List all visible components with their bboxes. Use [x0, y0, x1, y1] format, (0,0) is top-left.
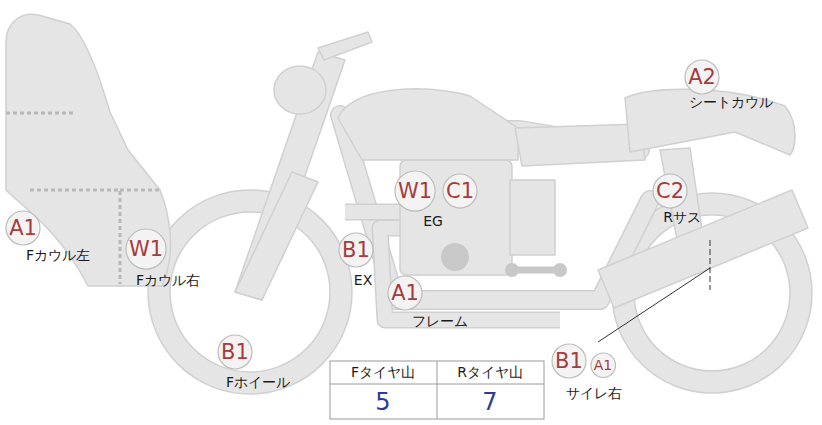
- circle-shape: [552, 344, 586, 378]
- callout-code: B1: [555, 351, 583, 372]
- part-name: サイレ右: [566, 386, 622, 401]
- callout-code: B1: [221, 342, 249, 363]
- circle-shape: [339, 233, 373, 267]
- callout-code: A2: [688, 67, 716, 88]
- leader-line: [598, 268, 710, 342]
- leader-line: [710, 240, 711, 290]
- front-cowl: [6, 14, 171, 286]
- handlebar: [318, 32, 372, 60]
- damage-code-circle: W1: [394, 170, 436, 212]
- pivot-bolt: [505, 263, 519, 277]
- damage-code-circle: A1: [590, 352, 616, 378]
- muffler: [598, 190, 808, 308]
- part-name: フレーム: [412, 314, 468, 329]
- circle-shape: [126, 229, 166, 269]
- fork-lower: [235, 172, 318, 300]
- damage-code-circle: C1: [442, 173, 478, 209]
- callout-code: W1: [129, 239, 163, 260]
- callout-code: C1: [446, 181, 474, 202]
- cowl-dash: [120, 189, 160, 192]
- seat-cowl: [625, 89, 795, 155]
- table-cell: Fタイヤ山: [351, 365, 415, 380]
- part-name: EG: [423, 214, 443, 229]
- part-name: Fカウル右: [136, 273, 200, 288]
- circle-shape: [653, 174, 687, 208]
- circle-shape: [591, 353, 615, 377]
- part-name: Fホイール: [226, 375, 290, 390]
- damage-code-circle: B1: [551, 343, 587, 379]
- table-cell: 5: [375, 389, 390, 415]
- circle-shape: [218, 335, 252, 369]
- damage-code-circle: B1: [217, 334, 253, 370]
- callout-code: A1: [9, 218, 37, 239]
- table-frame: [330, 361, 544, 419]
- headlight: [274, 66, 326, 114]
- engine-side: [510, 180, 555, 255]
- front-fork: [235, 52, 345, 300]
- seat: [515, 124, 645, 166]
- damage-code-circle: B1: [338, 232, 374, 268]
- callout-code: C2: [656, 181, 684, 202]
- circle-shape: [443, 174, 477, 208]
- circle-shape: [395, 171, 435, 211]
- callout-code: A1: [594, 358, 612, 372]
- fuel-tank: [338, 89, 518, 160]
- damage-code-circle: A1: [5, 210, 41, 246]
- cowl-dash: [6, 112, 76, 115]
- damage-code-circle: C2: [652, 173, 688, 209]
- table-cell: Rタイヤ山: [457, 365, 523, 380]
- damage-code-circle: W1: [125, 228, 167, 270]
- damage-code-circle: A1: [387, 275, 423, 311]
- part-name: EX: [354, 273, 372, 288]
- cowl-dash: [30, 190, 120, 284]
- swingarm-pivot: [512, 267, 560, 274]
- pivot-bolt: [553, 263, 567, 277]
- circle-shape: [388, 276, 422, 310]
- table-cell: 7: [482, 389, 497, 415]
- callout-code: B1: [342, 240, 370, 261]
- part-name: シートカウル: [689, 95, 773, 110]
- callout-code: A1: [391, 283, 419, 304]
- part-name: Rサス: [663, 210, 701, 225]
- callout-code: W1: [398, 181, 432, 202]
- engine-cover: [441, 243, 469, 271]
- circle-shape: [6, 211, 40, 245]
- circle-shape: [685, 60, 719, 94]
- damage-code-circle: A2: [684, 59, 720, 95]
- table-rule: [437, 361, 438, 419]
- part-name: Fカウル左: [26, 248, 90, 263]
